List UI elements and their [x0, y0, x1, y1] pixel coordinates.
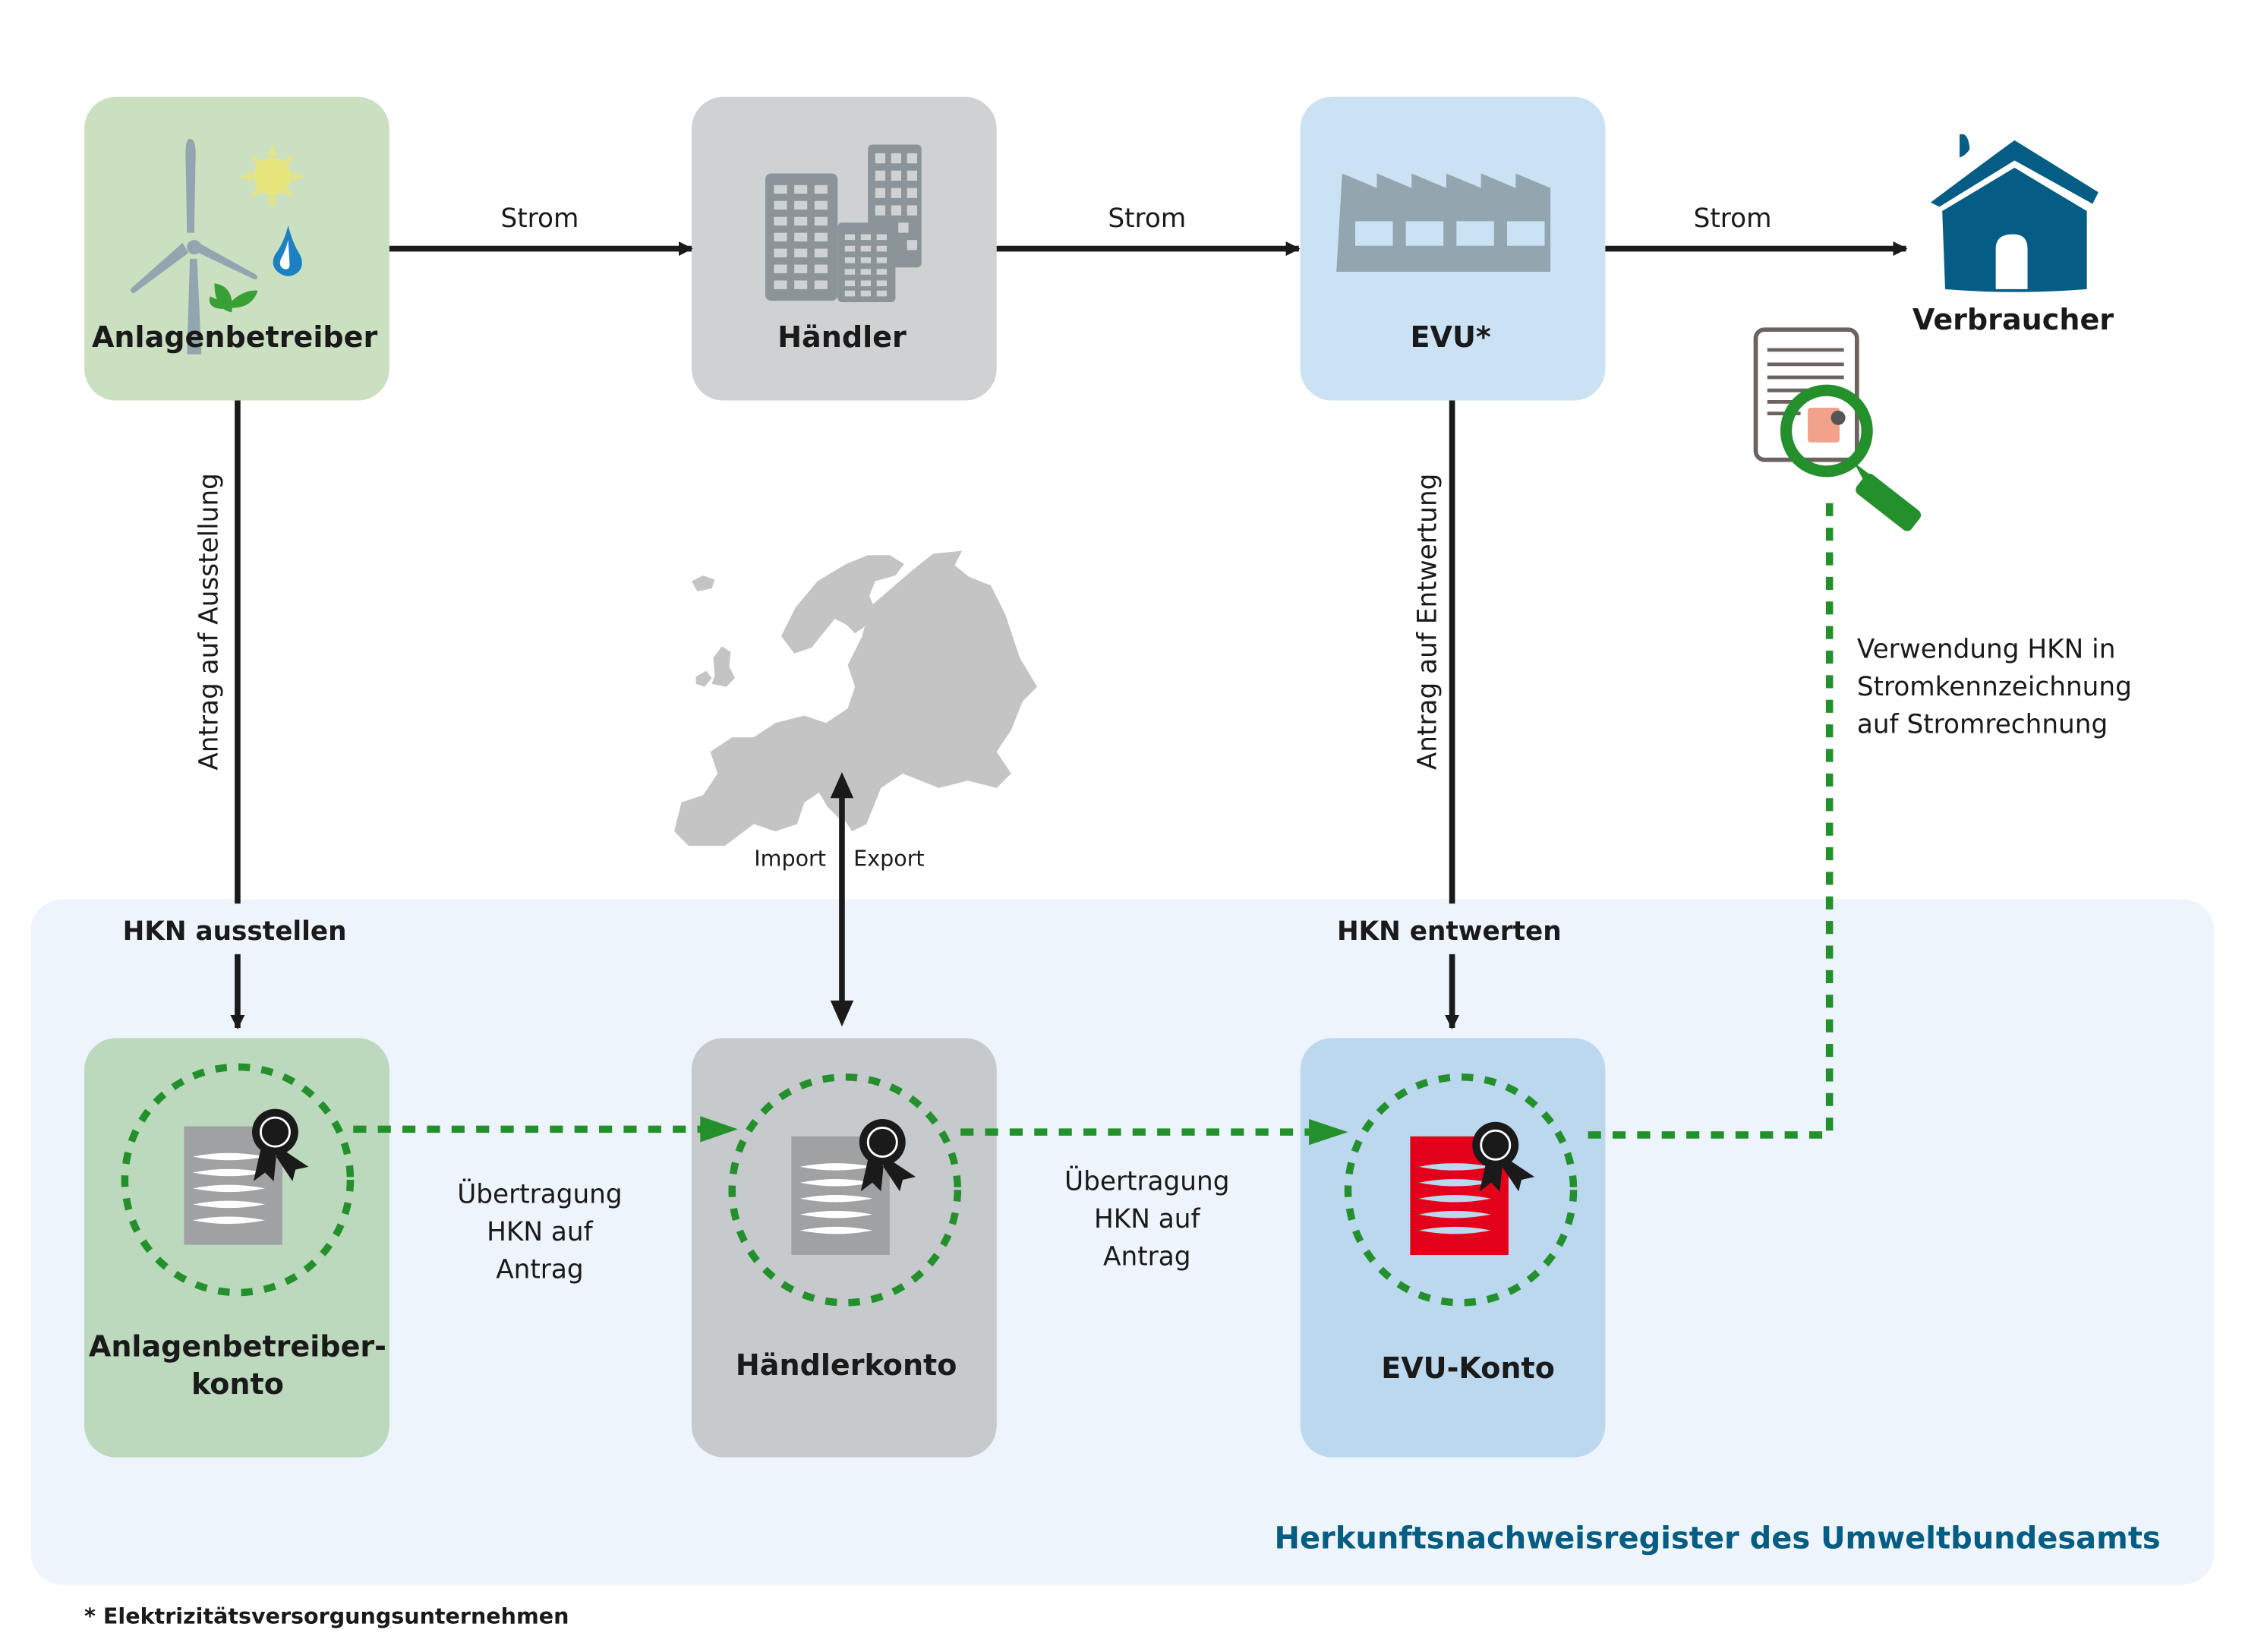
- account-label-2: konto: [191, 1367, 284, 1401]
- house-icon: [1930, 134, 2099, 292]
- factory-icon: [1336, 173, 1551, 273]
- certificate-icon: [791, 1118, 916, 1256]
- flow-cancel: Antrag auf Entwertung HKN entwerten: [1337, 400, 1562, 1029]
- export-label: Export: [853, 846, 924, 872]
- flow-strom-2: Strom: [996, 203, 1301, 257]
- europe-map-icon: [674, 550, 1038, 846]
- node-evu[interactable]: EVU*: [1300, 96, 1606, 401]
- transfer-1: Übertragung HKN auf Antrag: [353, 1116, 738, 1285]
- flow-issue: Antrag auf Ausstellung HKN ausstellen: [123, 400, 347, 1029]
- seal-icon: [1472, 1121, 1535, 1192]
- node-anlagenbetreiber[interactable]: Anlagenbetreiber: [84, 96, 389, 401]
- flow-strom-1: Strom: [389, 203, 693, 257]
- transfer-label-2: HKN auf: [1094, 1204, 1200, 1234]
- flow-strom-3: Strom: [1605, 203, 1908, 257]
- certificate-ring: [728, 1073, 962, 1307]
- import-label: Import: [754, 846, 826, 872]
- transfer-label-1: Übertragung: [457, 1178, 622, 1209]
- certificate-ring: [1344, 1073, 1578, 1307]
- certificate-ring: [121, 1063, 355, 1297]
- flow-label: Strom: [1108, 203, 1186, 234]
- issue-request-label: Antrag auf Ausstellung: [194, 473, 224, 771]
- node-label: Verbraucher: [1912, 303, 2114, 336]
- account-label: Händlerkonto: [736, 1348, 957, 1382]
- register-panel: [30, 899, 2215, 1585]
- account-label-1: Anlagenbetreiber-: [89, 1329, 386, 1363]
- buildings-icon: [765, 144, 922, 303]
- transfer-2: Übertragung HKN auf Antrag: [960, 1118, 1348, 1272]
- issue-action-label: HKN ausstellen: [123, 916, 347, 947]
- flow-label: Strom: [1694, 203, 1772, 234]
- cancel-request-label: Antrag auf Entwertung: [1413, 474, 1443, 771]
- leaves-icon: [209, 283, 258, 313]
- account-haendlerkonto[interactable]: Händlerkonto: [691, 1038, 997, 1458]
- register-title: Herkunftsnachweisregister des Umweltbund…: [1274, 1521, 2160, 1556]
- disclosure-line-1: Verwendung HKN in: [1857, 634, 2116, 664]
- water-drop-icon: [273, 225, 302, 276]
- import-export-flow: Import Export: [754, 771, 925, 1027]
- node-label: Händler: [777, 320, 907, 354]
- node-verbraucher[interactable]: Verbraucher: [1912, 134, 2114, 337]
- node-haendler[interactable]: Händler: [691, 96, 997, 401]
- bill-magnifier-icon: [1753, 327, 1922, 531]
- account-label: EVU-Konto: [1381, 1351, 1555, 1385]
- wind-turbine-icon: [130, 138, 257, 355]
- seal-icon: [859, 1118, 916, 1192]
- disclosure-label: Verwendung HKN in Stromkennzeichnung auf…: [1857, 634, 2132, 739]
- certificate-icon-red: [1410, 1121, 1535, 1256]
- account-anlagenbetreiberkonto[interactable]: Anlagenbetreiber- konto: [84, 1038, 389, 1458]
- transfer-label-2: HKN auf: [487, 1217, 593, 1247]
- transfer-label-3: Antrag: [1103, 1241, 1190, 1272]
- transfer-label-3: Antrag: [496, 1254, 583, 1285]
- renewables-icon: [130, 138, 304, 355]
- node-label: Anlagenbetreiber: [92, 320, 378, 354]
- transfer-label-1: Übertragung: [1064, 1165, 1229, 1196]
- cancel-action-label: HKN entwerten: [1337, 916, 1562, 947]
- seal-icon: [251, 1108, 309, 1181]
- account-evu-konto[interactable]: EVU-Konto: [1300, 1038, 1606, 1458]
- certificate-icon: [184, 1108, 309, 1245]
- disclosure-line-3: auf Stromrechnung: [1857, 710, 2108, 740]
- sun-icon: [240, 144, 304, 209]
- disclosure-line-2: Stromkennzeichnung: [1857, 672, 2132, 702]
- flow-label: Strom: [500, 203, 579, 234]
- footnote: * Elektrizitätsversorgungsunternehmen: [84, 1603, 569, 1629]
- node-label: EVU*: [1411, 320, 1491, 354]
- disclosure-path: [1588, 491, 1834, 1139]
